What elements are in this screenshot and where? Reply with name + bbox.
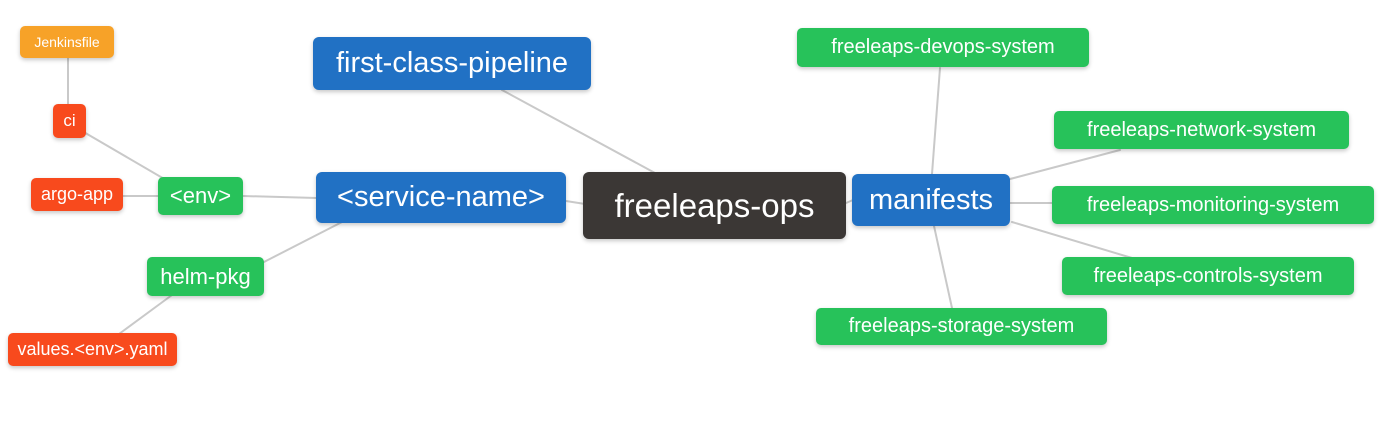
edge-root-manifests [845, 199, 854, 204]
edge-ci-env [81, 130, 167, 181]
node-first-class-pipeline[interactable]: first-class-pipeline [313, 37, 591, 90]
node-jenkinsfile[interactable]: Jenkinsfile [20, 26, 114, 58]
node-values-env-yaml[interactable]: values.<env>.yaml [8, 333, 177, 366]
node-helm-pkg[interactable]: helm-pkg [147, 257, 264, 296]
node-manifests[interactable]: manifests [852, 174, 1010, 226]
node-freeleaps-ops-root[interactable]: freeleaps-ops [583, 172, 846, 239]
edge-manifests-storage [933, 225, 953, 309]
node-argo-app[interactable]: argo-app [31, 178, 123, 211]
node-freeleaps-network-system[interactable]: freeleaps-network-system [1054, 111, 1349, 149]
node-env[interactable]: <env> [158, 177, 243, 215]
node-freeleaps-monitoring-system[interactable]: freeleaps-monitoring-system [1052, 186, 1374, 224]
edge-helm-pkg-service-name [261, 221, 343, 264]
edge-manifests-devops [931, 67, 941, 175]
node-freeleaps-storage-system[interactable]: freeleaps-storage-system [816, 308, 1107, 345]
node-ci[interactable]: ci [53, 104, 86, 138]
node-freeleaps-devops-system[interactable]: freeleaps-devops-system [797, 28, 1089, 67]
edge-values-helm-pkg [118, 294, 173, 335]
edge-pipeline-root [501, 89, 656, 174]
edge-env-service-name [242, 195, 318, 199]
edge-manifests-controls [1011, 221, 1133, 259]
edge-manifests-network [1009, 149, 1121, 180]
node-service-name[interactable]: <service-name> [316, 172, 566, 223]
node-freeleaps-controls-system[interactable]: freeleaps-controls-system [1062, 257, 1354, 295]
edge-service-name-root [565, 200, 586, 205]
